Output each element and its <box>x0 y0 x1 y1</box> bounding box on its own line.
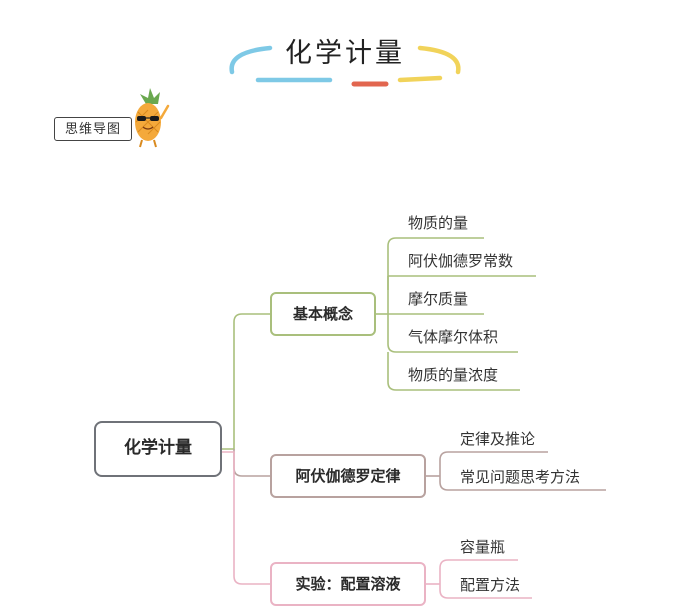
branch-node-basic-concepts[interactable]: 基本概念 <box>270 292 376 336</box>
title-right-underline <box>397 75 443 83</box>
leaf-node[interactable]: 摩尔质量 <box>408 290 469 308</box>
leaf-node[interactable]: 物质的量浓度 <box>408 366 499 384</box>
page-title: 化学计量 <box>285 38 405 69</box>
connector-root-to-branch-3 <box>222 451 270 585</box>
pineapple-sunglasses-icon <box>135 88 170 148</box>
leaf-node[interactable]: 气体摩尔体积 <box>408 328 499 346</box>
connector-root-to-branch-2 <box>233 449 270 477</box>
branch-node-avogadro-law[interactable]: 阿伏伽德罗定律 <box>270 454 426 498</box>
leaf-node[interactable]: 常见问题思考方法 <box>460 468 581 486</box>
connector-root-to-branch-1 <box>222 313 270 450</box>
title-right-arc <box>417 45 461 75</box>
leaf-node[interactable]: 物质的量 <box>408 214 469 232</box>
leaf-node[interactable]: 配置方法 <box>460 576 521 594</box>
mind-map-badge: 思维导图 <box>54 117 132 141</box>
title-left-arc <box>229 45 273 75</box>
branch-3-connectors <box>426 559 532 599</box>
leaf-node[interactable]: 定律及推论 <box>460 430 536 448</box>
branch-2-connectors <box>426 451 606 491</box>
branch-node-solution-prep[interactable]: 实验：配置溶液 <box>270 562 426 606</box>
root-node[interactable]: 化学计量 <box>94 421 222 477</box>
branch-1-connectors <box>376 237 536 391</box>
leaf-node[interactable]: 阿伏伽德罗常数 <box>408 252 514 270</box>
leaf-node[interactable]: 容量瓶 <box>460 538 506 556</box>
